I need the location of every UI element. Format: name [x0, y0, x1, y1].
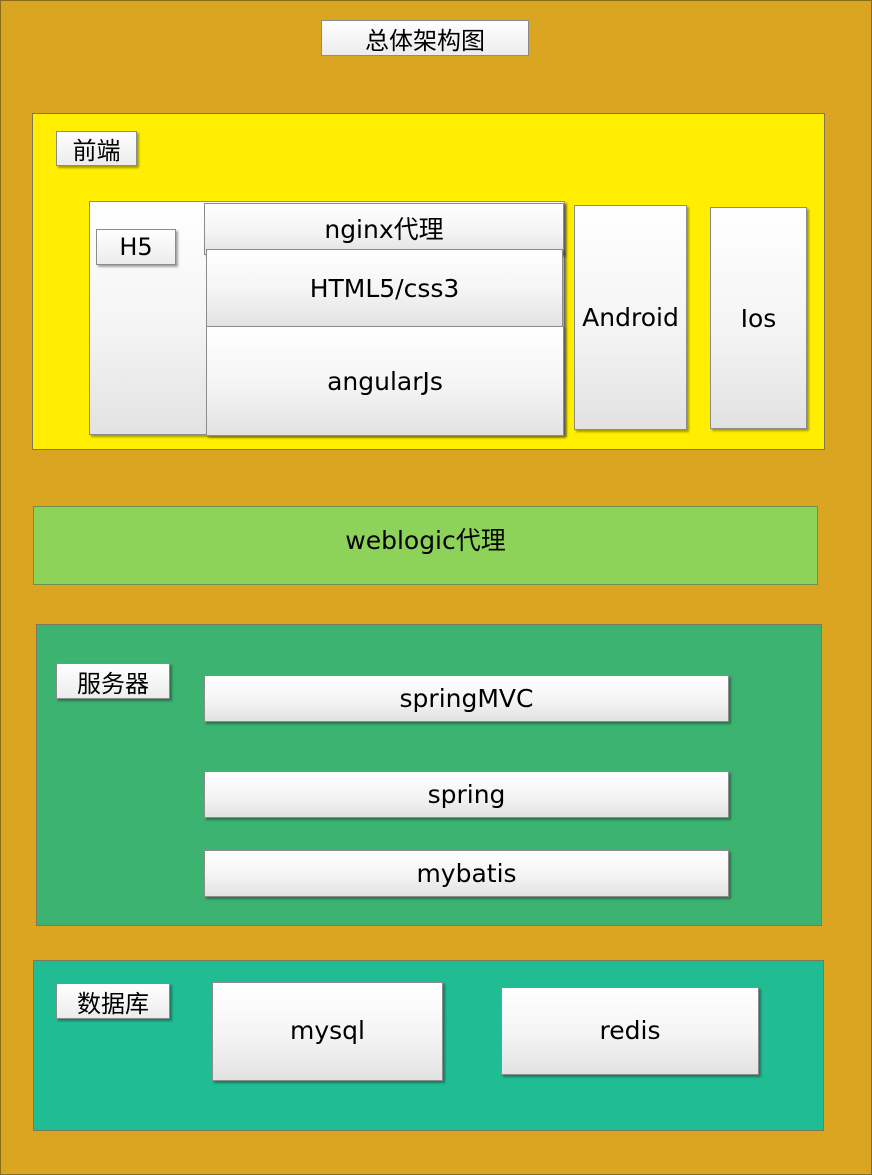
weblogic-proxy-band: weblogic代理	[33, 506, 818, 585]
database-panel: 数据库 mysql redis	[33, 960, 824, 1131]
redis-box: redis	[501, 987, 759, 1075]
mysql-box: mysql	[212, 982, 443, 1081]
database-label: 数据库	[56, 983, 170, 1019]
nginx-proxy-box: nginx代理	[204, 203, 564, 255]
spring-box: spring	[204, 771, 729, 818]
html5-css3-box: HTML5/css3	[206, 249, 563, 327]
h5-label: H5	[96, 229, 176, 265]
server-panel: 服务器 springMVC spring mybatis	[36, 624, 822, 926]
diagram-title: 总体架构图	[321, 20, 529, 56]
ios-box: Ios	[710, 207, 807, 429]
frontend-panel: 前端 H5 nginx代理 HTML5/css3 angularJs Andro…	[32, 113, 825, 450]
angularjs-box: angularJs	[206, 326, 564, 436]
springmvc-box: springMVC	[204, 675, 729, 722]
server-label: 服务器	[56, 663, 170, 699]
android-box: Android	[574, 205, 687, 430]
mybatis-box: mybatis	[204, 850, 729, 897]
frontend-label: 前端	[56, 131, 137, 166]
